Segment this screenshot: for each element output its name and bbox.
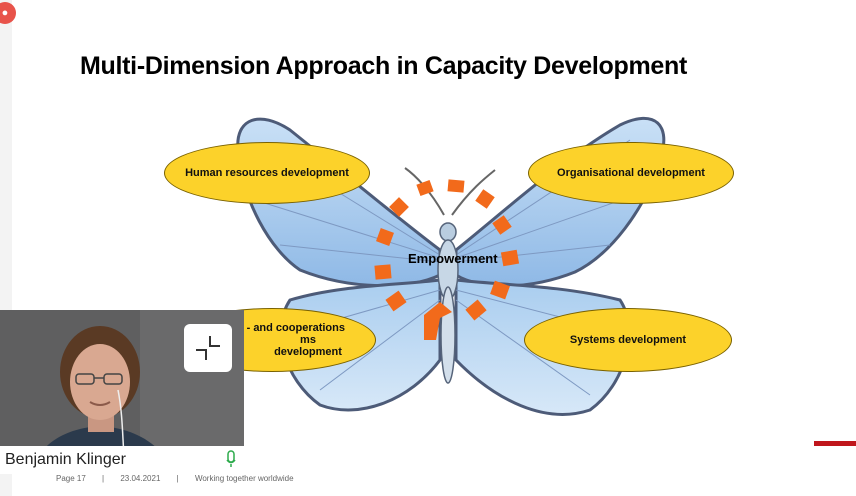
- record-icon[interactable]: ●: [0, 2, 16, 24]
- collapse-arrows-icon: [196, 336, 220, 360]
- right-antenna: [451, 169, 496, 216]
- oval-systems-label: Systems development: [569, 334, 687, 346]
- oval-organisational-label: Organisational development: [557, 167, 705, 179]
- footer-page: Page 17: [56, 474, 86, 483]
- accent-red-line: [814, 441, 856, 446]
- slide-title: Multi-Dimension Approach in Capacity Dev…: [80, 52, 687, 80]
- oval-cooperations-line1: - and cooperations: [246, 322, 345, 334]
- slide-footer: Page 17 | 23.04.2021 | Working together …: [56, 474, 308, 483]
- footer-date: 23.04.2021: [120, 474, 161, 483]
- orange-arc-segments: [374, 179, 520, 340]
- butterfly-head: [439, 222, 457, 242]
- footer-separator: |: [102, 474, 105, 483]
- participant-name: Benjamin Klinger: [5, 451, 126, 468]
- microphone-icon[interactable]: [226, 450, 236, 468]
- oval-organisational: Organisational development: [528, 142, 734, 204]
- empowerment-label: Empowerment: [408, 251, 498, 266]
- footer-separator: |: [176, 474, 179, 483]
- oval-systems: Systems development: [524, 308, 732, 372]
- participant-name-bar: Benjamin Klinger: [0, 446, 244, 474]
- minimize-video-button[interactable]: [184, 324, 232, 372]
- footer-tagline: Working together worldwide: [194, 474, 294, 483]
- oval-cooperations-line2: ms development: [274, 334, 342, 358]
- oval-human-resources: Human resources development: [164, 142, 370, 204]
- butterfly-abdomen: [440, 286, 456, 384]
- oval-human-resources-label: Human resources development: [185, 167, 349, 179]
